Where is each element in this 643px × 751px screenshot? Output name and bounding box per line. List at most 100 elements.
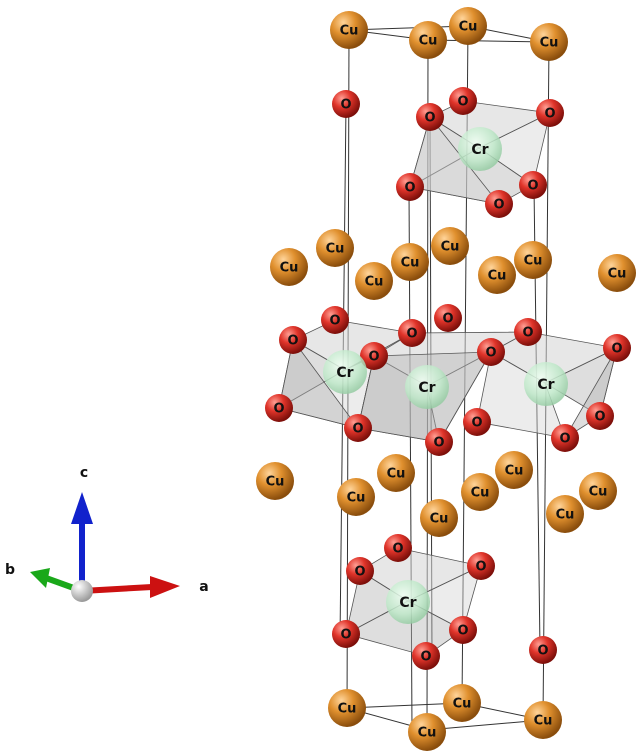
o-atom-sphere [396,173,424,201]
cu-atom-label: Cu [430,512,449,527]
cr-atom-label: Cr [537,377,554,393]
cu-atom-label: Cu [453,697,472,712]
cu-atom-sphere [270,248,308,286]
cell-line [426,719,544,731]
o-atom: O [485,190,513,218]
o-atom-sphere [321,306,349,334]
cu-atom-label: Cu [534,714,553,729]
o-atom: O [396,173,424,201]
cr-atom-sphere [405,365,449,409]
cell-line [427,39,550,43]
cu-atom: Cu [316,229,354,267]
o-atom: O [551,424,579,452]
axis-b-label: b [5,562,15,578]
octahedron-face [278,339,359,429]
cu-atom-label: Cu [471,486,490,501]
o-atom-label: O [287,334,298,349]
o-atom-label: O [442,312,453,327]
cu-atom-sphere [408,713,446,751]
cu-atom-sphere [316,229,354,267]
cu-atom-label: Cu [365,275,384,290]
axis-c-label: c [80,465,88,481]
cu-atom-label: Cu [589,485,608,500]
o-atom-label: O [594,410,605,425]
cu-atom-sphere [330,11,368,49]
o-atom-sphere [434,304,462,332]
o-atom: O [279,326,307,354]
cu-atom-sphere [256,462,294,500]
cu-atom-sphere [391,243,429,281]
o-atom-label: O [485,346,496,361]
cu-atom-sphere [443,684,481,722]
o-atom-label: O [433,436,444,451]
cu-atom: Cu [443,684,481,722]
cu-atom: Cu [377,454,415,492]
cu-atom-sphere [337,478,375,516]
cu-atom-label: Cu [338,702,357,717]
cu-atom: Cu [431,227,469,265]
o-atom-label: O [537,644,548,659]
o-atom-label: O [527,179,538,194]
cu-atom: Cu [530,23,568,61]
cu-atom: Cu [546,495,584,533]
cu-atom: Cu [408,713,446,751]
o-atom-sphere [467,552,495,580]
o-atom-sphere [344,414,372,442]
o-atom: O [321,306,349,334]
o-atom: O [332,90,360,118]
o-atom: O [586,402,614,430]
o-atom-label: O [457,95,468,110]
cu-atom-label: Cu [524,254,543,269]
o-atom-sphere [425,428,453,456]
cu-atom-sphere [579,472,617,510]
o-atom-label: O [392,542,403,557]
cu-atom-label: Cu [418,726,437,741]
octahedron-face [564,347,618,439]
cu-atom: Cu [337,478,375,516]
o-atom-sphere [279,326,307,354]
o-atom: O [449,87,477,115]
cr-atom: Cr [524,362,568,406]
o-atom-label: O [368,350,379,365]
cr-atom-label: Cr [399,595,416,611]
o-atom: O [416,103,444,131]
o-atom-label: O [493,198,504,213]
o-atom-sphere [477,338,505,366]
cu-atom: Cu [495,451,533,489]
o-atom-sphere [514,318,542,346]
o-atom-label: O [544,107,555,122]
cr-atom: Cr [323,350,367,394]
o-atom: O [425,428,453,456]
cu-atom: Cu [256,462,294,500]
cu-atom-label: Cu [556,508,575,523]
o-atom-label: O [340,628,351,643]
cu-atom-sphere [524,701,562,739]
cu-atom-sphere [478,256,516,294]
o-atom-label: O [404,181,415,196]
o-atom-sphere [586,402,614,430]
o-atom-sphere [449,616,477,644]
o-atom-sphere [529,636,557,664]
cu-atom-label: Cu [540,36,559,51]
cu-atom-label: Cu [340,24,359,39]
o-atom: O [344,414,372,442]
o-atom-sphere [346,557,374,585]
o-atom-sphere [384,534,412,562]
axis-a-arrowhead [150,576,180,598]
cu-atom: Cu [328,689,366,727]
cu-atom-label: Cu [488,269,507,284]
cu-atom: Cu [524,701,562,739]
cu-atom-sphere [598,254,636,292]
o-atom-sphere [360,342,388,370]
o-atom-sphere [449,87,477,115]
cr-atom-sphere [323,350,367,394]
cu-atom: Cu [514,241,552,279]
o-atom: O [529,636,557,664]
cu-atom: Cu [449,7,487,45]
cu-atom-sphere [461,473,499,511]
cu-atom-sphere [377,454,415,492]
cu-atom: Cu [355,262,393,300]
cu-atom-sphere [530,23,568,61]
